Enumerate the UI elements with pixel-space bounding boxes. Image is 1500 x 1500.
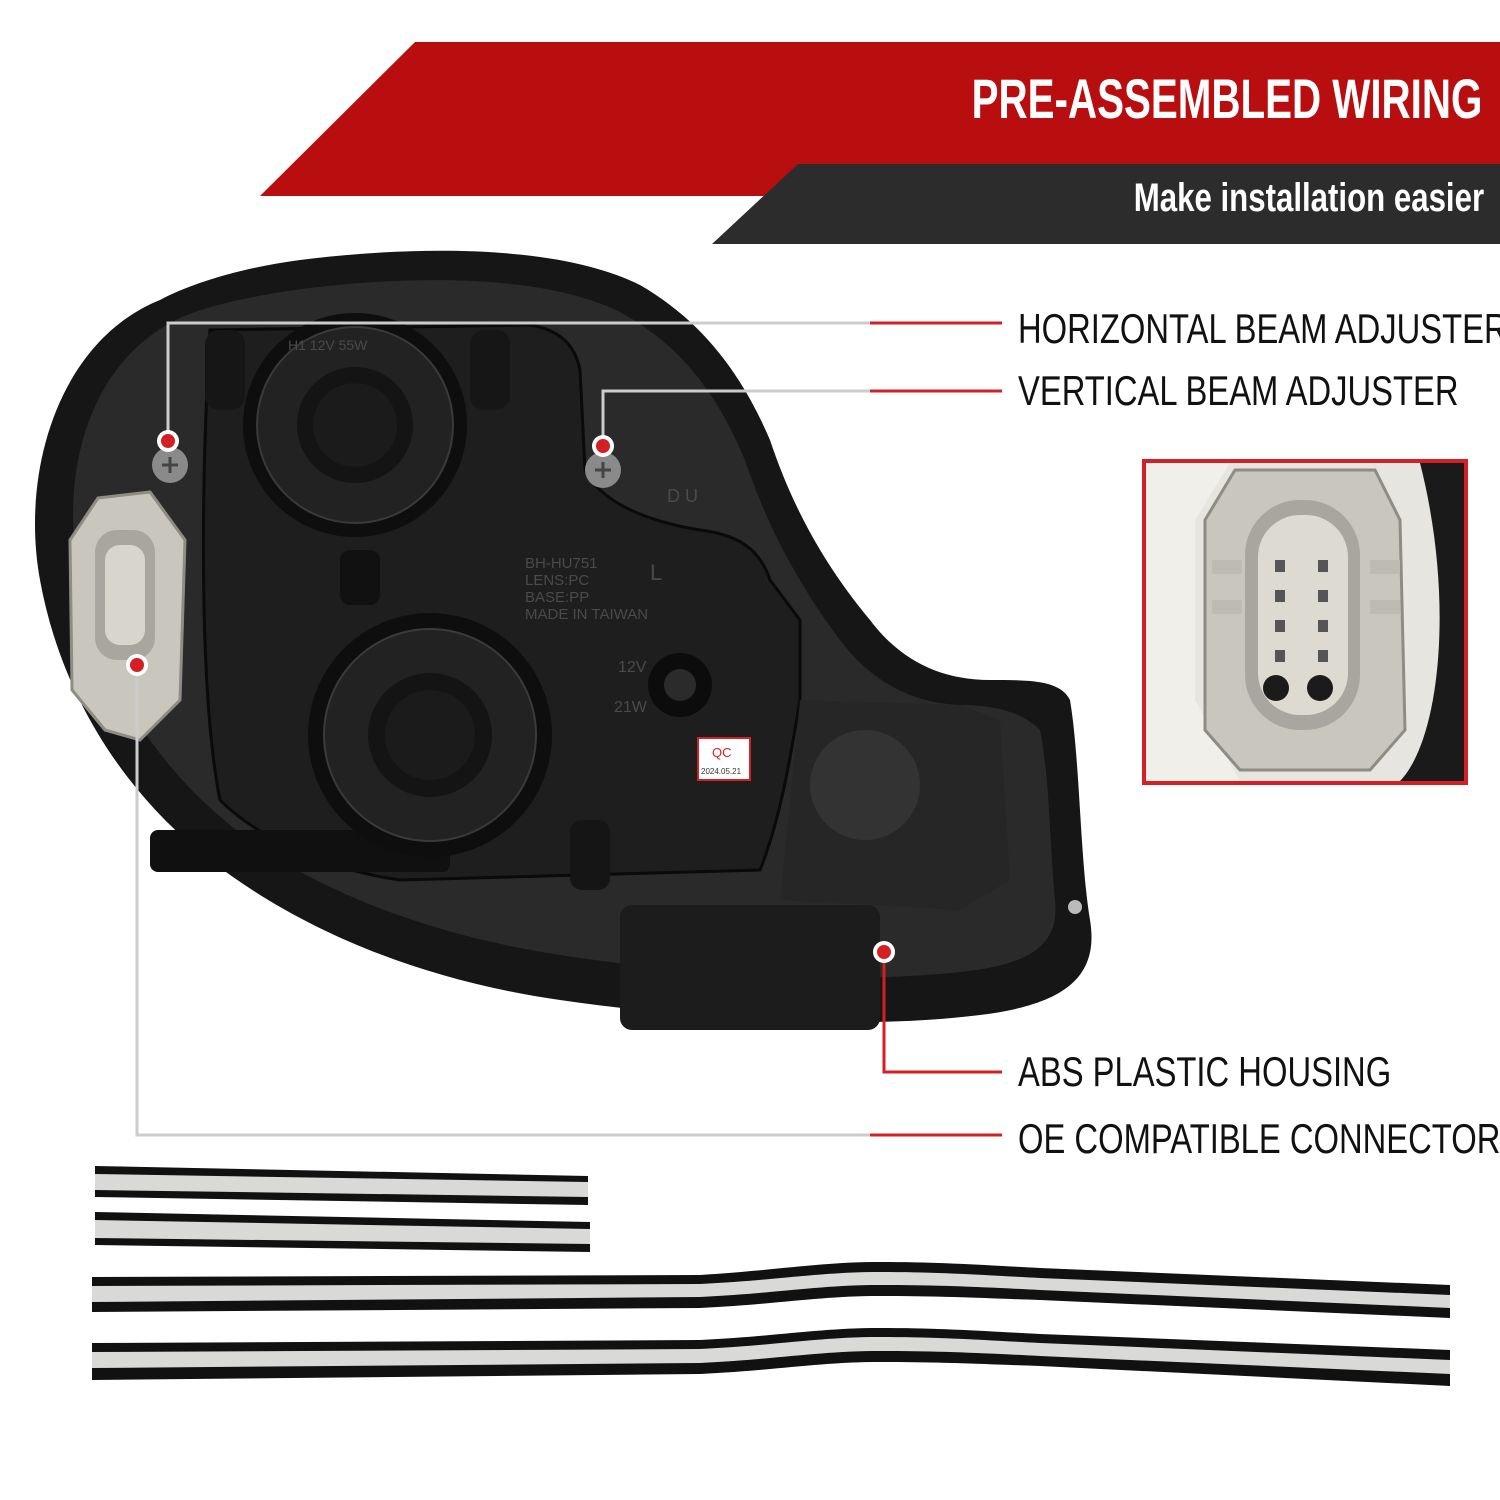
voltage-marking-b: 21W (614, 699, 648, 716)
wiring-connector (68, 490, 187, 742)
qc-label: QC (712, 745, 732, 760)
vertical-adjuster-screw (585, 452, 621, 488)
seal-strip-short-2 (95, 1212, 590, 1252)
banner-subtitle: Make installation easier (1133, 176, 1484, 220)
banner-title: PRE-ASSEMBLED WIRING (971, 67, 1482, 130)
seal-strips (92, 1166, 1450, 1386)
seal-strip-long-1 (92, 1262, 1450, 1318)
origin-marking: MADE IN TAIWAN (525, 606, 648, 623)
housing-markings: H1 12V 55W BH-HU751 LENS:PC BASE:PP MADE… (288, 337, 742, 776)
seal-strip-long-2 (92, 1328, 1450, 1386)
qc-sticker (697, 737, 751, 781)
connector-inset (1142, 459, 1468, 785)
qc-date: 2024.05.21 (701, 767, 742, 776)
bulb-marking: H1 12V 55W (288, 337, 368, 353)
callout-abs-plastic-housing: ABS PLASTIC HOUSING (1018, 1048, 1392, 1095)
side-marking: L (650, 560, 662, 585)
bulb-socket-top (205, 313, 510, 605)
model-marking: BH-HU751 (525, 555, 598, 572)
adjust-marking: D U (667, 486, 698, 506)
callout-markers (126, 430, 895, 963)
callout-oe-compatible-connector: OE COMPATIBLE CONNECTOR (1018, 1115, 1500, 1162)
callout-horizontal-beam-adjuster: HORIZONTAL BEAM ADJUSTER (1018, 305, 1500, 352)
subtitle-banner-dark (712, 164, 1500, 244)
title-banner-red (260, 42, 1500, 196)
callout-vertical-beam-adjuster: VERTICAL BEAM ADJUSTER (1018, 367, 1459, 414)
headlight-housing (35, 250, 1092, 1030)
voltage-marking-a: 12V (618, 659, 647, 676)
base-marking: BASE:PP (525, 589, 589, 606)
horizontal-adjuster-screw (152, 447, 188, 483)
leader-lines (135, 321, 1002, 1137)
bulb-socket-bottom (308, 613, 610, 890)
lens-marking: LENS:PC (525, 572, 589, 589)
seal-strip-short-1 (95, 1166, 588, 1205)
